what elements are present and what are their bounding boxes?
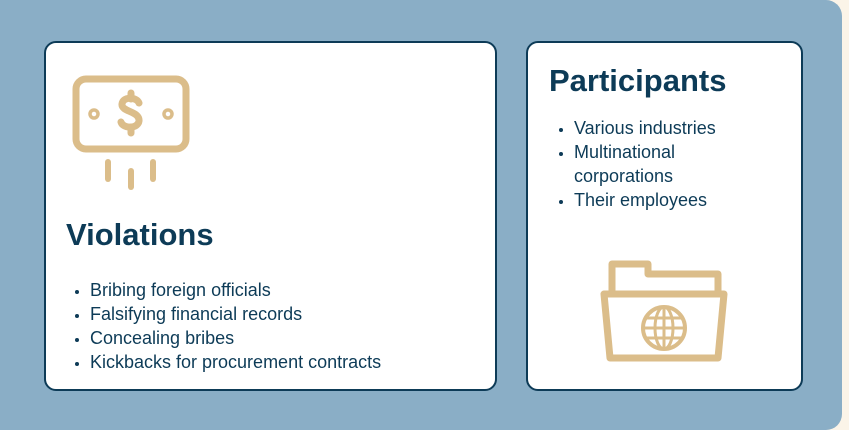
violations-list: Bribing foreign officials Falsifying fin… bbox=[70, 278, 381, 374]
list-item: Multinational corporations bbox=[574, 140, 774, 188]
participants-list: Various industries Multinational corpora… bbox=[554, 116, 774, 212]
violations-title: Violations bbox=[66, 217, 214, 252]
money-icon bbox=[72, 75, 190, 190]
globe-folder-icon bbox=[600, 260, 728, 362]
list-item: Their employees bbox=[574, 188, 774, 212]
list-item: Falsifying financial records bbox=[90, 302, 381, 326]
list-item: Bribing foreign officials bbox=[90, 278, 381, 302]
list-item: Concealing bribes bbox=[90, 326, 381, 350]
participants-card: Participants Various industries Multinat… bbox=[526, 41, 803, 391]
participants-title: Participants bbox=[549, 63, 727, 98]
violations-card: Violations Bribing foreign officials Fal… bbox=[44, 41, 497, 391]
list-item: Various industries bbox=[574, 116, 774, 140]
list-item: Kickbacks for procurement contracts bbox=[90, 350, 381, 374]
